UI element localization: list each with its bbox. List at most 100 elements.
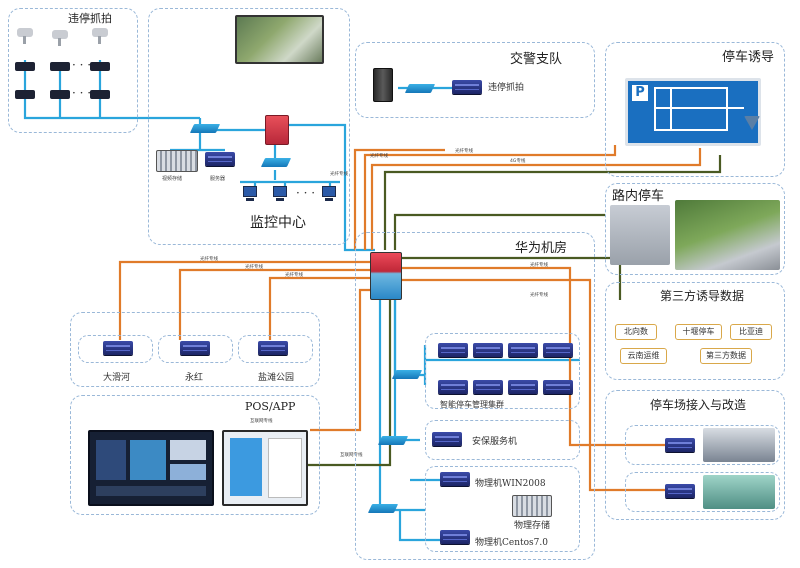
orange-dist1 [118, 260, 375, 340]
cluster-label: 智能停车管理集群 [440, 400, 504, 409]
storage-array-icon [156, 150, 198, 172]
server-icon [508, 343, 538, 357]
orange-dist2 [178, 268, 375, 340]
server-icon [258, 341, 288, 355]
garage-photo-1 [703, 428, 775, 462]
zone-third-party-title: 第三方诱导数据 [660, 289, 745, 303]
line-label-1: 光纤专线 [330, 170, 348, 177]
encoder-device-icon [90, 62, 110, 71]
encoder-device-icon [50, 90, 70, 99]
security-box [425, 420, 580, 460]
video-wall-image [235, 15, 324, 64]
server-tower-icon [373, 68, 393, 102]
server-icon [452, 80, 482, 94]
line-label-6: 光纤专线 [245, 263, 263, 270]
server-icon [543, 343, 573, 357]
pos-dashboard-screenshot [88, 430, 214, 506]
line-label-9: 光纤专线 [530, 291, 548, 298]
line-label-5: 光纤专线 [200, 255, 218, 262]
zone-street-parking [605, 183, 785, 275]
security-label: 安保服务机 [472, 437, 518, 447]
cyan-cam-col1 [23, 60, 200, 120]
zone-third-party [605, 282, 785, 380]
zone-traffic-police-title: 交警支队 [510, 52, 563, 67]
server-icon [473, 343, 503, 357]
server-icon [665, 438, 695, 452]
physical2-label: 物理机Centos7.0 [475, 538, 548, 548]
street-parking-photo-2 [675, 200, 780, 270]
line-label-2: 光纤专线 [370, 152, 388, 159]
sign-road-map [654, 87, 728, 131]
guidance-arrow-icon [744, 116, 760, 130]
storage-label: 物理存储 [514, 521, 551, 531]
pc-icon [273, 186, 287, 201]
line-label-4: 4G专线 [510, 157, 526, 164]
zone-pos-app [70, 395, 320, 515]
encoder-device-icon [15, 62, 35, 71]
switch-icon [404, 84, 436, 93]
orange-dist3 [268, 276, 375, 340]
line-label-3: 光纤专线 [455, 147, 473, 154]
server-icon [665, 484, 695, 498]
zone-parking-access-title: 停车场接入与改造 [650, 398, 747, 412]
camera-icon [17, 28, 33, 44]
storage-label: 视频存储 [162, 176, 183, 182]
switch-icon [377, 436, 409, 445]
encoder-device-icon [15, 90, 35, 99]
zone-street-parking-title: 路内停车 [612, 189, 665, 204]
physical-box [425, 466, 580, 552]
zone-parking-guidance [605, 42, 785, 177]
sign-road-map [670, 87, 672, 131]
district-label-3: 盐滩公园 [258, 373, 295, 383]
guidance-sign-image: P [625, 78, 761, 146]
server-icon [438, 380, 468, 394]
orange-guide1 [363, 145, 617, 250]
camera-icon [92, 28, 108, 44]
server-icon [473, 380, 503, 394]
zone-monitoring-title: 监控中心 [250, 215, 306, 231]
zone-traffic-police [355, 42, 595, 118]
line-label-10: 互联网专线 [250, 417, 273, 424]
zone-monitoring [148, 8, 350, 245]
server-icon [103, 341, 133, 355]
server-icon [440, 530, 470, 544]
physical1-label: 物理机WIN2008 [475, 479, 546, 489]
district-label-1: 大滑河 [103, 373, 131, 383]
zone-districts [70, 312, 320, 387]
orange-traffic [353, 148, 445, 250]
district-box-3 [238, 335, 313, 363]
switch-icon [367, 504, 399, 513]
zone-parking-guidance-title: 停车诱导 [722, 50, 775, 65]
server-icon [205, 152, 235, 166]
ellipsis-icon: · · · [72, 58, 92, 72]
zone-pos-app-title: POS/APP [245, 400, 296, 413]
third-party-chip-5: 第三方数据 [700, 348, 752, 364]
zone-surveillance [8, 8, 138, 133]
district-label-2: 永红 [185, 373, 204, 383]
orange-guide2 [370, 148, 702, 250]
district-box-1 [78, 335, 153, 363]
zone-huawei-room [355, 232, 595, 560]
server-icon [180, 341, 210, 355]
district-box-2 [158, 335, 233, 363]
zone-parking-access [605, 390, 785, 520]
third-party-chip-3: 比亚迪 [730, 324, 772, 340]
switch-icon [260, 158, 292, 167]
line-label-11: 互联网专线 [340, 451, 363, 458]
core-switch-icon [265, 115, 289, 145]
cyan-core-mon [285, 123, 375, 252]
pc-icon [243, 186, 257, 201]
access-row-2 [625, 472, 780, 512]
storage-array-icon [512, 495, 552, 517]
line-label-7: 光纤专线 [285, 271, 303, 278]
app-screenshot [222, 430, 308, 506]
olive-guide [383, 155, 722, 250]
access-row-1 [625, 425, 780, 465]
server-icon [440, 472, 470, 486]
server-label: 服务器 [210, 176, 226, 182]
server-icon [543, 380, 573, 394]
line-label-8: 光纤专线 [530, 261, 548, 268]
third-party-chip-4: 云南运维 [620, 348, 667, 364]
olive-street [393, 213, 605, 250]
ellipsis-icon: · · · [72, 86, 92, 100]
